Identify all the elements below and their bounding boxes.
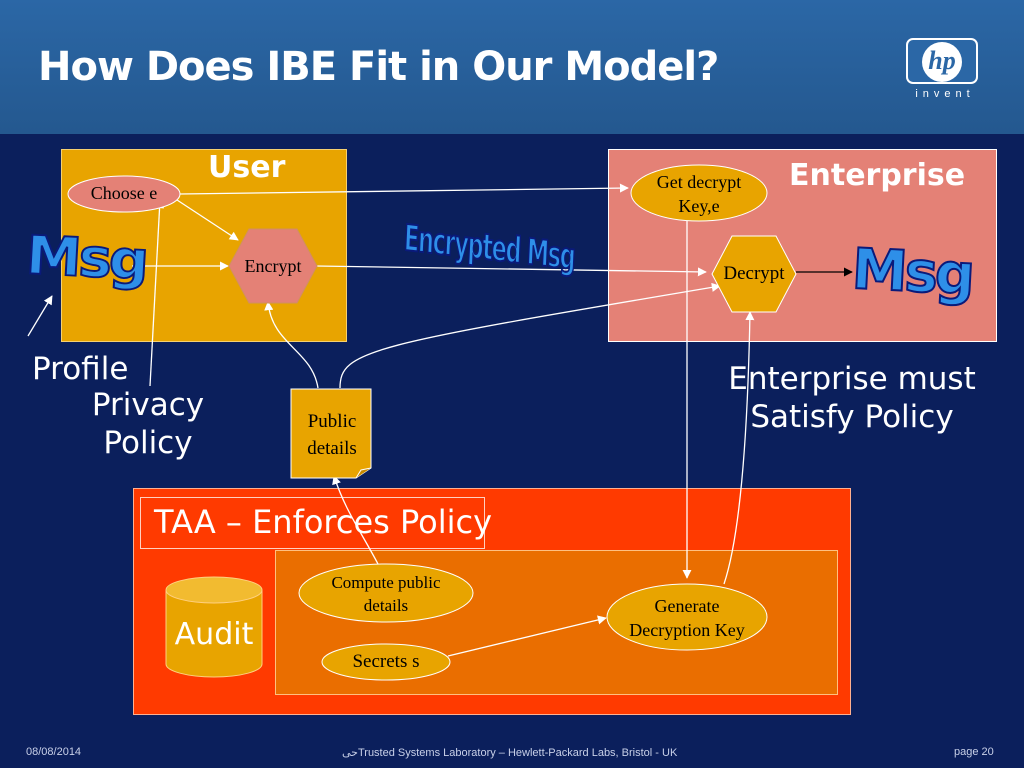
- arrow-encrypt-to-decrypt: [315, 265, 707, 277]
- generate-key-label: Generate Decryption Key: [607, 594, 767, 642]
- get-decrypt-key-line1: Get decrypt: [656, 172, 742, 192]
- compute-public-details-line2: details: [363, 596, 409, 615]
- msg-wordart-left: Msg: [23, 224, 148, 294]
- generate-key-line1: Generate: [654, 596, 720, 616]
- page-fold: [355, 467, 372, 479]
- secrets-label: Secrets s: [352, 651, 420, 672]
- profile-annotation: Profile: [32, 351, 129, 387]
- arrow-public-to-encrypt: [264, 301, 319, 389]
- enterprise-must-line1: Enterprise must: [728, 361, 976, 397]
- slide-title: How Does IBE Fit in Our Model?: [38, 44, 719, 90]
- msg-wordart-right: Msg: [849, 236, 974, 309]
- generate-key-node: [606, 583, 768, 651]
- privacy-policy-line1: Privacy: [91, 387, 205, 423]
- enterprise-must-annotation: Enterprise must Satisfy Policy: [722, 360, 982, 436]
- public-details-line2: details: [307, 438, 357, 459]
- choose-e-label: Choose e: [90, 183, 158, 203]
- encrypt-node: [228, 228, 318, 304]
- privacy-policy-annotation: Privacy Policy: [88, 386, 208, 462]
- hp-logo-text: hp: [928, 46, 956, 75]
- decrypt-label: Decrypt: [723, 263, 785, 284]
- public-details-line1: Public: [307, 411, 357, 432]
- get-decrypt-key-label: Get decrypt Key,e: [631, 170, 767, 218]
- arrow-choose-to-encrypt: [173, 197, 239, 241]
- taa-label-frame: [140, 497, 485, 549]
- footer-date: 08/08/2014: [26, 746, 82, 758]
- hp-logo: hp: [906, 38, 978, 84]
- taa-label: TAA – Enforces Policy: [154, 503, 493, 541]
- encrypt-label: Encrypt: [244, 256, 302, 276]
- compute-public-details-line1: Compute public: [331, 573, 441, 592]
- arrow-secrets-to-generate: [447, 615, 607, 657]
- header-bar: [0, 0, 1024, 134]
- footer-lab: حیTrusted Systems Laboratory – Hewlett-P…: [342, 747, 678, 759]
- enterprise-must-line2: Satisfy Policy: [750, 399, 954, 435]
- user-label: User: [208, 150, 286, 185]
- enterprise-label: Enterprise: [789, 158, 966, 193]
- decrypt-node: [711, 235, 797, 313]
- secrets-node: [321, 643, 451, 681]
- hp-logo-circle: hp: [922, 42, 962, 82]
- compute-public-details-node: [298, 563, 474, 623]
- audit-label: Audit: [174, 617, 254, 652]
- arrow-privacy-to-choose: [149, 199, 165, 387]
- choose-e-node: [67, 175, 181, 213]
- get-decrypt-key-node: [630, 164, 768, 222]
- audit-cylinder: [165, 576, 263, 678]
- arrow-choose-to-get-key: [179, 183, 629, 195]
- generate-key-line2: Decryption Key: [629, 620, 745, 640]
- get-decrypt-key-line2: Key,e: [678, 196, 720, 216]
- arrow-compute-to-public: [332, 475, 379, 565]
- footer-page: page 20: [954, 746, 994, 758]
- privacy-policy-line2: Policy: [103, 425, 193, 461]
- arrow-profile-to-msg: [27, 295, 53, 337]
- arrow-public-to-decrypt: [339, 282, 721, 389]
- public-details-label: Public details: [293, 408, 371, 462]
- hp-logo-tagline: invent: [915, 88, 975, 100]
- compute-public-details-label: Compute public details: [299, 571, 473, 617]
- arrow-generate-to-decrypt: [723, 311, 755, 585]
- enterprise-section: [608, 149, 997, 342]
